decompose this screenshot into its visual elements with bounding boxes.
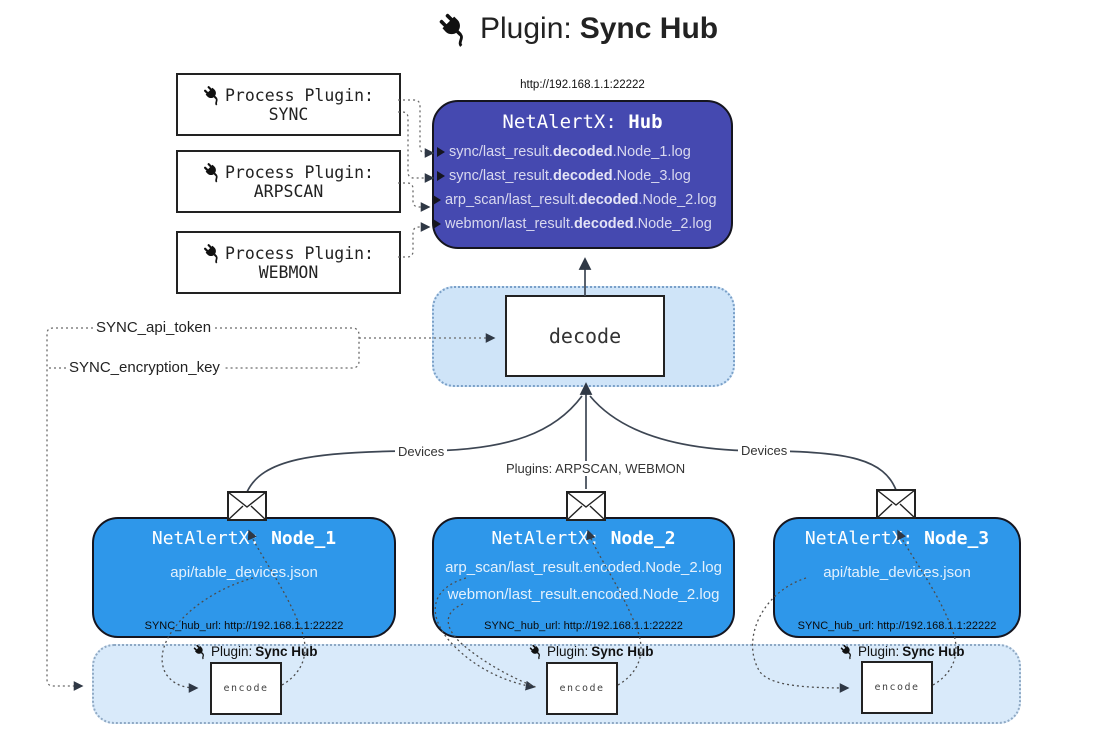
setting-api-token: SYNC_api_token [93, 319, 215, 336]
process-plugin-sync: Process Plugin: SYNC [176, 73, 401, 136]
plug-icon [529, 644, 544, 660]
arrow-right-icon [433, 195, 441, 205]
hub-log-line: sync/last_result.decoded.Node_1.log [437, 140, 731, 164]
node-hub-url: SYNC_hub_url: http://192.168.1.1:22222 [797, 620, 997, 632]
process-plugin-name: ARPSCAN [253, 182, 324, 201]
node-3-box: NetAlertX: Node_3 api/table_devices.json… [773, 517, 1021, 638]
process-plugin-arpscan: Process Plugin: ARPSCAN [176, 150, 401, 213]
hub-box: NetAlertX: Hub sync/last_result.decoded.… [432, 100, 733, 249]
encode-label: encode [559, 683, 605, 694]
hub-title: NetAlertX: Hub [502, 111, 663, 133]
process-plugin-label: Process Plugin: [224, 162, 374, 182]
plug-icon [203, 85, 223, 106]
envelope-icon [566, 491, 606, 521]
node-2-box: NetAlertX: Node_2 arp_scan/last_result.e… [432, 517, 735, 638]
decode-label: decode [548, 324, 622, 348]
decode-box: decode [505, 295, 665, 377]
node-file: api/table_devices.json [170, 564, 318, 581]
node-title: NetAlertX: Node_2 [491, 528, 676, 549]
edge-webmon-to-log4 [398, 222, 431, 258]
arrow-right-icon [433, 219, 441, 229]
edge-label-devices-right: Devices [738, 443, 791, 458]
encoder-plugin-label: Plugin:Sync Hub [529, 644, 654, 660]
page-title: Plugin: Sync Hub [438, 12, 719, 47]
page-title-label: Plugin: [480, 12, 572, 45]
envelope-icon [227, 491, 267, 521]
edge-settings-to-band [46, 327, 93, 691]
plug-icon [438, 12, 472, 47]
node-hub-url: SYNC_hub_url: http://192.168.1.1:22222 [144, 620, 344, 632]
node-1-box: NetAlertX: Node_1 api/table_devices.json… [92, 517, 396, 638]
hub-url-label: http://192.168.1.1:22222 [520, 79, 645, 91]
encode-box: encode [546, 662, 618, 715]
encode-label: encode [223, 683, 269, 694]
edge-arpscan-to-log3 [398, 182, 431, 212]
plug-icon [193, 644, 208, 660]
plug-icon [203, 243, 223, 264]
plug-icon [840, 644, 855, 660]
node-file: webmon/last_result.encoded.Node_2.log [447, 586, 720, 603]
envelope-icon [876, 489, 916, 519]
node-file: api/table_devices.json [823, 564, 971, 581]
encode-box: encode [861, 661, 933, 714]
node-title: NetAlertX: Node_1 [151, 528, 337, 549]
edge-label-devices-left: Devices [395, 444, 448, 459]
hub-log-line: arp_scan/last_result.decoded.Node_2.log [433, 188, 731, 212]
node-file: arp_scan/last_result.encoded.Node_2.log [445, 559, 722, 576]
node-hub-url: SYNC_hub_url: http://192.168.1.1:22222 [484, 620, 683, 632]
process-plugin-label: Process Plugin: [224, 243, 374, 263]
encoder-plugin-label: Plugin:Sync Hub [840, 644, 965, 660]
node-title: NetAlertX: Node_3 [804, 528, 990, 549]
edge-settings-loop [215, 327, 360, 369]
hub-log-line: sync/last_result.decoded.Node_3.log [437, 164, 731, 188]
process-plugin-label: Process Plugin: [224, 85, 374, 105]
arrow-right-icon [437, 171, 445, 181]
hub-log-line: webmon/last_result.decoded.Node_2.log [433, 212, 731, 236]
edge-sync-to-log2 [398, 111, 435, 183]
process-plugin-name: SYNC [268, 105, 309, 124]
process-plugin-webmon: Process Plugin: WEBMON [176, 231, 401, 294]
encode-box: encode [210, 662, 282, 715]
edge-sync-to-log1 [398, 99, 435, 158]
page-title-name: Sync Hub [579, 12, 719, 45]
process-plugin-name: WEBMON [258, 263, 319, 282]
encoder-plugin-label: Plugin:Sync Hub [193, 644, 318, 660]
setting-encryption-key: SYNC_encryption_key [66, 359, 223, 376]
encode-label: encode [874, 682, 920, 693]
arrow-right-icon [437, 147, 445, 157]
edge-label-plugins: Plugins: ARPSCAN, WEBMON [503, 461, 689, 476]
plug-icon [203, 162, 223, 183]
